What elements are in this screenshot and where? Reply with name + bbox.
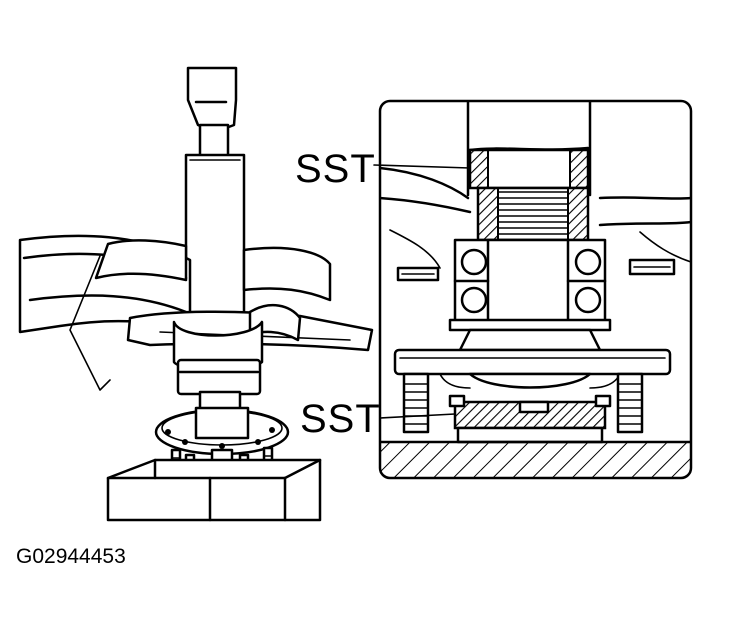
- detail-knuckle: [380, 166, 691, 282]
- sst-upper-tool: [468, 148, 590, 242]
- press-bed: [380, 440, 691, 478]
- sst-lower-leader: [379, 413, 456, 419]
- sst-lower-label: SST: [300, 397, 381, 441]
- sst-lower-tool: [448, 394, 612, 444]
- press-overview: [18, 66, 374, 522]
- steering-knuckle: [18, 234, 374, 391]
- detail-inset: [373, 99, 693, 480]
- detail-hub-flange: [393, 328, 672, 389]
- hub-bearing: [448, 238, 612, 332]
- figure-code: G02944453: [16, 545, 126, 568]
- detail-hub-bolts: [402, 372, 644, 434]
- support-block: [106, 458, 322, 522]
- sst-upper-leader: [373, 164, 471, 169]
- sst-upper-label: SST: [295, 147, 376, 191]
- threaded-shaft: [497, 191, 569, 235]
- press-ram: [184, 66, 246, 317]
- bearing-housing: [176, 358, 262, 414]
